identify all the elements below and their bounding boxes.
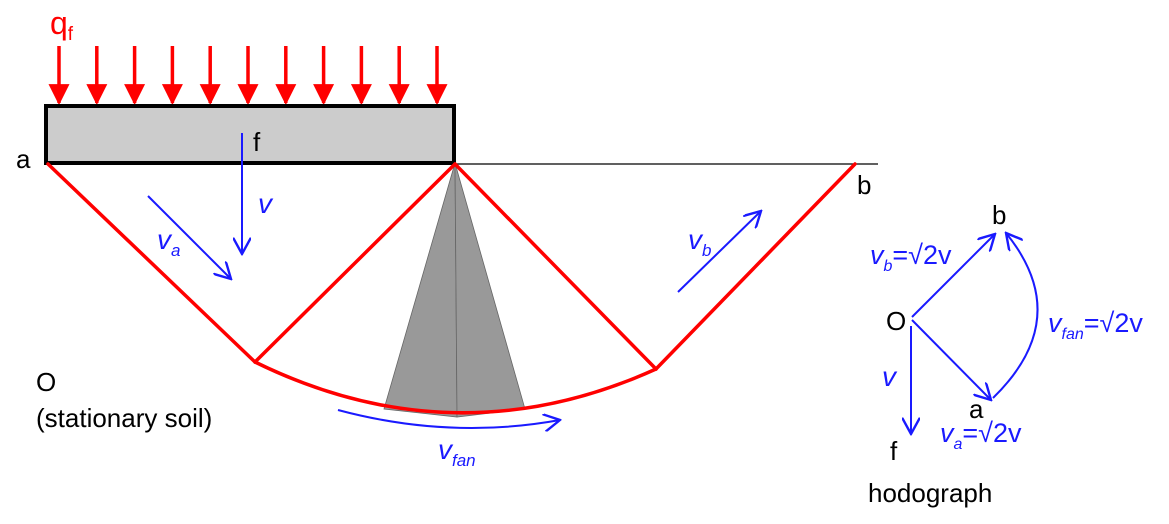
hodograph-title: hodograph — [868, 478, 992, 508]
hodograph-v-label: v — [882, 361, 898, 392]
velocity-vfan-arrow — [337, 409, 560, 428]
hodograph-va-label: va=√2v — [940, 418, 1022, 453]
fan-arc — [253, 360, 658, 415]
velocity-v-label: v — [258, 188, 274, 219]
hodograph-vb-arrow — [911, 234, 995, 318]
hodograph-vb-label: vb=√2v — [870, 240, 952, 275]
failure-mechanism — [46, 162, 857, 415]
hodograph-a-label: a — [969, 394, 984, 424]
velocity-vfan-label: vfan — [438, 434, 476, 470]
hodograph-vfan-arc — [992, 233, 1039, 399]
velocity-vb-arrow — [677, 211, 761, 293]
slip-line-a — [46, 162, 257, 364]
point-b-label: b — [857, 170, 871, 200]
fan-wedge-left — [383, 162, 458, 418]
hodograph-b-label: b — [992, 200, 1006, 230]
velocity-va-label: va — [157, 224, 180, 260]
hodograph-f-label: f — [890, 436, 898, 466]
point-a-label: a — [16, 144, 31, 174]
wedge-line-right — [453, 162, 658, 371]
hodograph-O-label: O — [886, 306, 906, 336]
hodograph-va-arrow — [911, 319, 991, 400]
point-f-label: f — [253, 127, 261, 157]
footing — [44, 104, 456, 165]
load-label: qf — [50, 5, 74, 45]
velocity-vb-label: vb — [688, 224, 711, 260]
hodograph-vfan-label: vfan=√2v — [1048, 308, 1143, 343]
wedge-line-left — [253, 162, 457, 364]
point-O-label: O — [36, 367, 56, 397]
velocity-va-arrow — [147, 195, 231, 279]
load-arrows — [48, 46, 448, 106]
slip-line-b — [654, 162, 857, 371]
hodograph — [911, 233, 1039, 434]
stationary-soil-label: (stationary soil) — [36, 403, 212, 433]
